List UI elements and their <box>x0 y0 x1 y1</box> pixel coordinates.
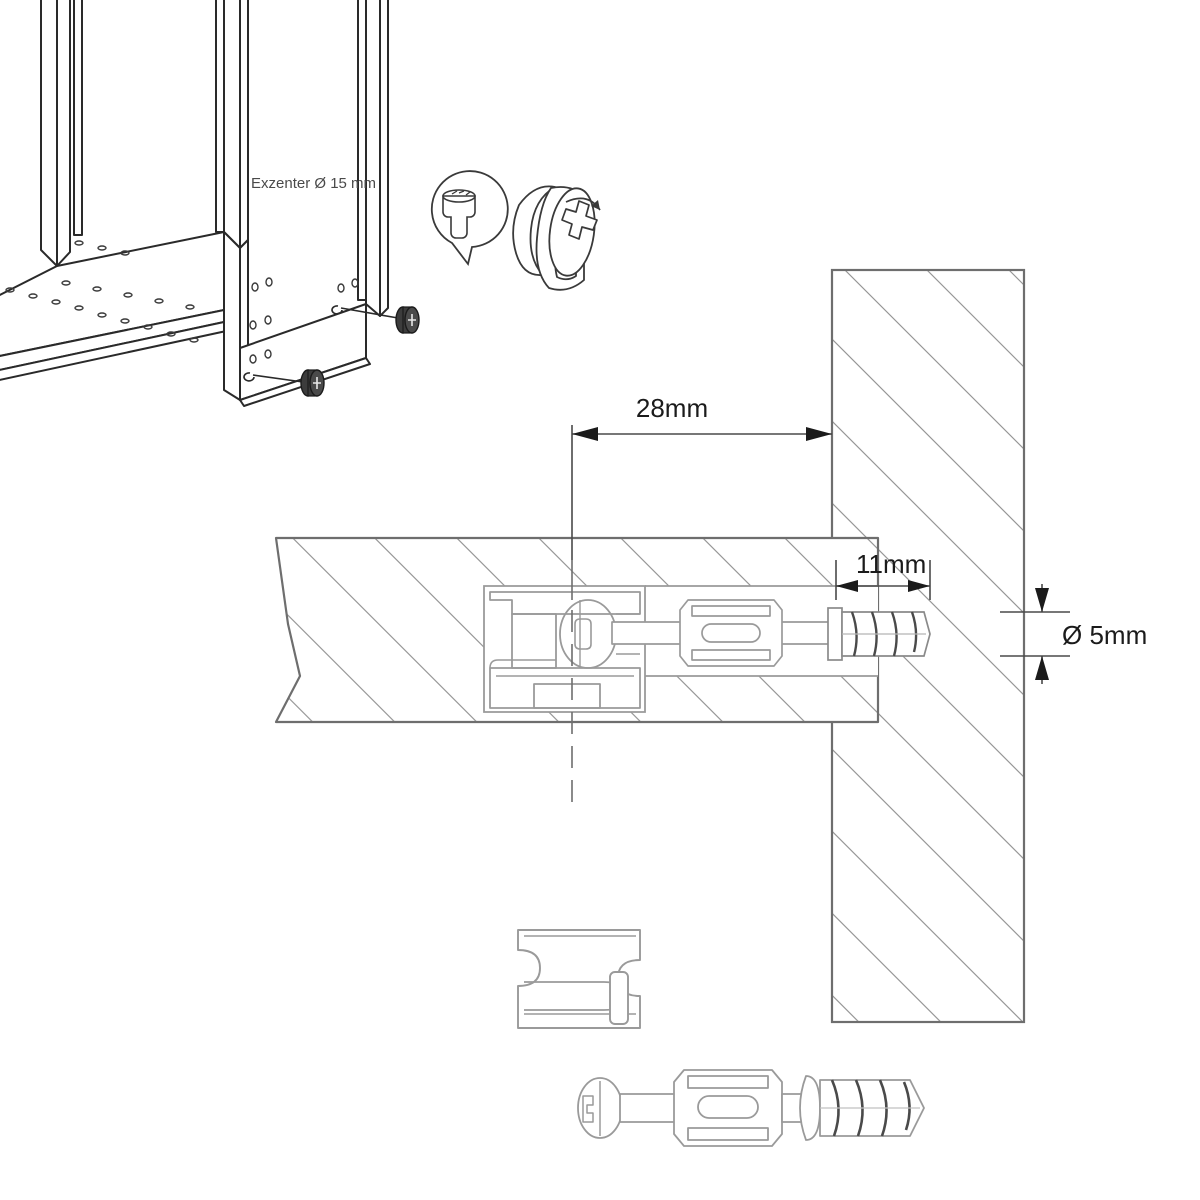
dimension-11mm <box>835 560 931 600</box>
exzenter-label: Exzenter Ø 15 mm <box>251 175 376 192</box>
connector-bolt-part <box>577 1069 925 1147</box>
cam-disc-upper <box>395 306 420 334</box>
bolt-head-icon <box>442 189 476 239</box>
screw-in-wall <box>827 607 931 661</box>
dimension-28mm-label: 28mm <box>636 393 708 423</box>
dimension-11mm-label: 11mm <box>856 549 926 579</box>
dimension-28mm <box>571 425 832 560</box>
dimension-dia-5mm <box>1000 584 1070 684</box>
cam-disc-3d <box>512 185 601 291</box>
cam-disc-leader-lines <box>243 305 399 383</box>
dimension-dia-5mm-label: Ø 5mm <box>1062 620 1147 650</box>
dowel-sleeve-part <box>673 1069 783 1147</box>
cam-disc-lower <box>300 369 325 397</box>
cabinet-carcass-isometric <box>0 0 389 407</box>
cam-housing-section <box>489 591 641 709</box>
connector-bolt-section <box>611 599 837 667</box>
cabinet-shelf-holes <box>5 240 199 343</box>
screw-flange-part <box>799 1075 821 1141</box>
cam-housing-part <box>517 929 641 1029</box>
cabinet-divider-holes <box>249 277 359 364</box>
